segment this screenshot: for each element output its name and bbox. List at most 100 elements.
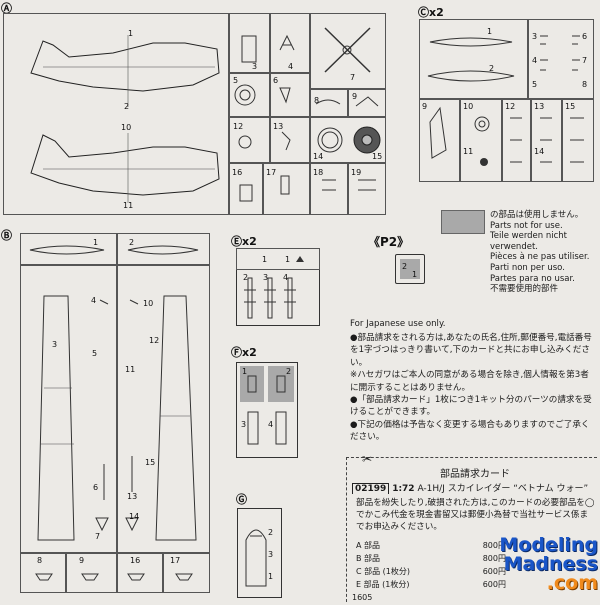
price-row-c-price: 600円 [482,567,506,576]
price-row-a-price: 800円 [482,541,506,550]
c-part-9: 9 [422,102,428,111]
b-part-10: 10 [143,299,154,308]
c-part-4: 4 [532,56,538,65]
p2-parts-unused [400,259,420,279]
sprue-f-frame [236,362,298,458]
sprue-e-count: x2 [242,235,257,248]
a-part-12: 12 [233,122,244,131]
b-cell-16 [117,553,163,593]
a-part-shapes [234,27,381,202]
f-part-2-unused [268,366,294,402]
b-part-16: 16 [130,556,141,565]
a-part-8: 8 [314,96,320,105]
a-cell-4 [270,13,310,73]
a-part-11: 11 [123,201,134,210]
sprue-p2-name: P2 [380,235,398,249]
a-cell-14 [310,117,386,163]
a-part-9: 9 [352,92,358,101]
a-part-5: 5 [233,76,239,85]
unused-note-jp: の部品は使用しません。 [490,210,584,220]
e-part-1a: 1 [262,255,268,264]
a-cell-3 [229,13,270,73]
price-row-e-price: 600円 [482,580,506,589]
sprue-c-label: Ⓒx2 [418,6,444,19]
b-part-6: 6 [93,483,99,492]
b-part-2: 2 [129,238,135,247]
price-row-e-item: E 部品 (1枚分) [356,580,410,589]
a-cell-12 [229,117,270,163]
c-part-shapes [427,35,584,166]
b-part-3: 3 [52,340,58,349]
fuselage-half-top [30,35,220,107]
japanese-only-note: For Japanese use only. [350,319,446,329]
a-part-2: 2 [124,102,130,111]
b-cell-9 [66,553,117,593]
price-row-c: C 部品 (1枚分)600円 [356,565,506,578]
sprue-c-count: x2 [429,6,444,19]
sprue-f-count: x2 [242,346,257,359]
c-part-15: 15 [565,102,576,111]
c-cell-12 [502,99,531,182]
instruction-3: ●「部品請求カード」1枚につき1キット分のパーツの請求を受けることができます。 [350,395,592,418]
a-part-13: 13 [273,122,284,131]
b-cell-17 [163,553,210,593]
f-part-2: 2 [286,367,292,376]
watermark-line-2: Madness [503,553,598,575]
unused-swatch [441,210,485,234]
e-cell-top [236,248,320,270]
instruction-2: ※ハセガワはご本人の同意がある場合を除き,個人情報を第3者に開示することはありま… [350,370,589,393]
unused-note-de: Teile werden nicht verwendet. [490,231,568,252]
c-part-2: 2 [489,64,495,73]
b-part-7: 7 [95,532,101,541]
c-part-8: 8 [582,80,588,89]
b-cell-2 [117,233,210,265]
e-part-4: 4 [283,273,289,282]
a-cell-6 [270,73,310,117]
c-part-14: 14 [534,147,545,156]
e-part-1b: 1 [285,255,291,264]
a-part-16: 16 [232,168,243,177]
a-part-10: 10 [121,123,132,132]
f-part-4: 4 [268,420,274,429]
g-part-3: 3 [268,550,274,559]
b-part-1: 1 [93,238,99,247]
modeling-madness-watermark: Modeling Madness .com [488,536,598,593]
c-cell-13 [531,99,562,182]
c-part-6: 6 [582,32,588,41]
b-part-shapes [29,245,199,581]
sprue-p2-frame [395,254,425,284]
b-part-12: 12 [149,336,160,345]
a-part-7: 7 [350,73,356,82]
c-part-3: 3 [532,32,538,41]
fuselage-half-bottom [30,133,220,203]
a-part-18: 18 [313,168,324,177]
g-canopy-shape [245,529,267,587]
watermark-line-3: .com [546,572,598,594]
c-cell-props [528,19,594,99]
a-part-15: 15 [372,152,383,161]
a-part-1: 1 [128,29,134,38]
unused-note-en: Parts not for use. [490,220,563,231]
b-part-5: 5 [92,349,98,358]
e-part-shapes [244,256,304,319]
a-cell-5 [229,73,270,117]
sprue-f-label: Ⓕx2 [231,346,257,359]
g-part-1: 1 [268,572,274,581]
c-cell-9 [419,99,460,182]
a-part-3: 3 [252,62,258,71]
a-cell-19 [348,163,386,215]
card-scale: 1:72 [392,484,415,494]
c-part-7: 7 [582,56,588,65]
a-part-17: 17 [266,168,277,177]
c-part-12: 12 [505,102,516,111]
a-cell-18 [310,163,348,215]
sprue-g-frame [237,508,282,598]
unused-note-it: Parti non per uso. [490,262,565,273]
price-row-b-item: B 部品 [356,554,381,563]
sprue-b-label: Ⓑ [1,229,12,242]
a-part-6: 6 [273,76,279,85]
instruction-4: ●下記の価格は予告なく変更する場合もありますのでご了承ください。 [350,419,590,443]
